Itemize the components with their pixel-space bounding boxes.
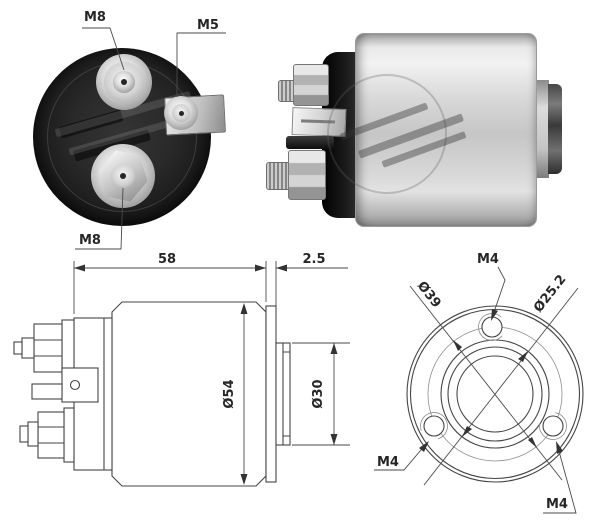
thread-arc xyxy=(478,313,506,341)
dia-25-label: Ø25.2 xyxy=(531,272,569,315)
dim-30: Ø30 xyxy=(311,379,326,408)
m4-top-leader xyxy=(491,266,506,319)
front-end-photo xyxy=(33,48,226,226)
dim-58-lines xyxy=(73,261,267,314)
arrowhead xyxy=(528,437,537,448)
bottom-bolt-nut xyxy=(37,411,65,459)
m4-lower-left-label: M4 xyxy=(377,455,399,470)
hole xyxy=(542,415,564,437)
spade-lug xyxy=(61,367,99,403)
outer-flange-circle xyxy=(406,305,584,483)
cap-outline xyxy=(73,317,113,471)
m4-lower-left-leader xyxy=(374,443,427,471)
outer-flange-inner-circle xyxy=(409,308,581,480)
rear-collar xyxy=(548,84,562,174)
side-drawing: 58 2.5 Ø54 Ø30 xyxy=(13,252,350,487)
top-bolt-nut xyxy=(33,323,63,373)
m4-hole-lower-right xyxy=(539,412,567,440)
rear-drawing: Ø39 Ø25.2 M4 M4 M4 xyxy=(374,252,584,514)
bottom-bolt-nut xyxy=(288,150,326,200)
bolt-circle xyxy=(427,326,563,462)
m5-terminal-center xyxy=(179,111,184,116)
rear-boss xyxy=(534,80,549,178)
dia-39-line xyxy=(409,285,563,481)
bottom-bolt-thread xyxy=(266,162,292,190)
boss-circle xyxy=(440,339,550,449)
m8-top-label: M8 xyxy=(84,10,106,25)
body-outline xyxy=(111,301,267,487)
dim-54: Ø54 xyxy=(222,379,237,408)
arrowhead xyxy=(453,340,462,351)
boss-step xyxy=(282,343,290,445)
m4-lower-right-label: M4 xyxy=(546,497,568,512)
top-bolt-tip xyxy=(13,341,23,355)
arrowhead xyxy=(518,351,528,362)
arrowhead xyxy=(240,303,248,314)
top-bolt-stub xyxy=(21,337,35,359)
m8-bottom-center xyxy=(120,173,126,179)
arrowhead xyxy=(491,309,498,321)
m4-hole-top xyxy=(478,313,506,341)
thread-arc xyxy=(539,412,567,440)
spade-blade xyxy=(31,383,63,400)
spade-hole xyxy=(69,379,81,391)
dim-30-lines xyxy=(292,342,350,446)
watermark-circle xyxy=(327,74,447,194)
hole xyxy=(423,415,445,437)
arrowhead xyxy=(330,343,338,354)
m8-bottom-label: M8 xyxy=(79,233,101,248)
m4-hole-lower-left xyxy=(420,412,448,440)
arrowhead xyxy=(276,264,287,272)
m8-top-center xyxy=(121,79,127,85)
m5-label: M5 xyxy=(197,18,219,33)
boss-inner-circle xyxy=(447,346,543,442)
rear-plate xyxy=(265,305,277,483)
rear-boss-outline xyxy=(275,342,291,446)
arrowhead xyxy=(255,264,266,272)
dim-58: 58 xyxy=(158,252,176,267)
m4-lower-right-leader xyxy=(543,443,577,514)
bottom-bolt-stub xyxy=(27,421,39,447)
bottom-bolt-tip xyxy=(19,425,29,443)
m4-top-label: M4 xyxy=(477,252,499,267)
dim-2_5: 2.5 xyxy=(302,252,325,267)
dia-25-line xyxy=(423,287,579,486)
arrowhead xyxy=(240,474,248,485)
dim-2_5-lines xyxy=(275,261,348,341)
arrowhead xyxy=(419,441,429,452)
bore-circle xyxy=(456,355,534,433)
thread-arc xyxy=(420,412,448,440)
plastic-pin xyxy=(286,136,334,149)
arrowhead xyxy=(330,434,338,445)
arrowhead xyxy=(74,264,85,272)
bottom-bolt-collar xyxy=(63,407,75,463)
dia-39-label: Ø39 xyxy=(414,279,444,311)
side-photo xyxy=(260,28,572,232)
arrowhead xyxy=(556,441,563,454)
hole xyxy=(481,316,503,338)
top-bolt-collar xyxy=(61,319,75,378)
top-bolt-nut xyxy=(293,64,329,106)
bottom-nut-flats xyxy=(38,426,64,444)
top-nut-flats xyxy=(34,339,62,357)
arrowhead xyxy=(462,426,472,437)
